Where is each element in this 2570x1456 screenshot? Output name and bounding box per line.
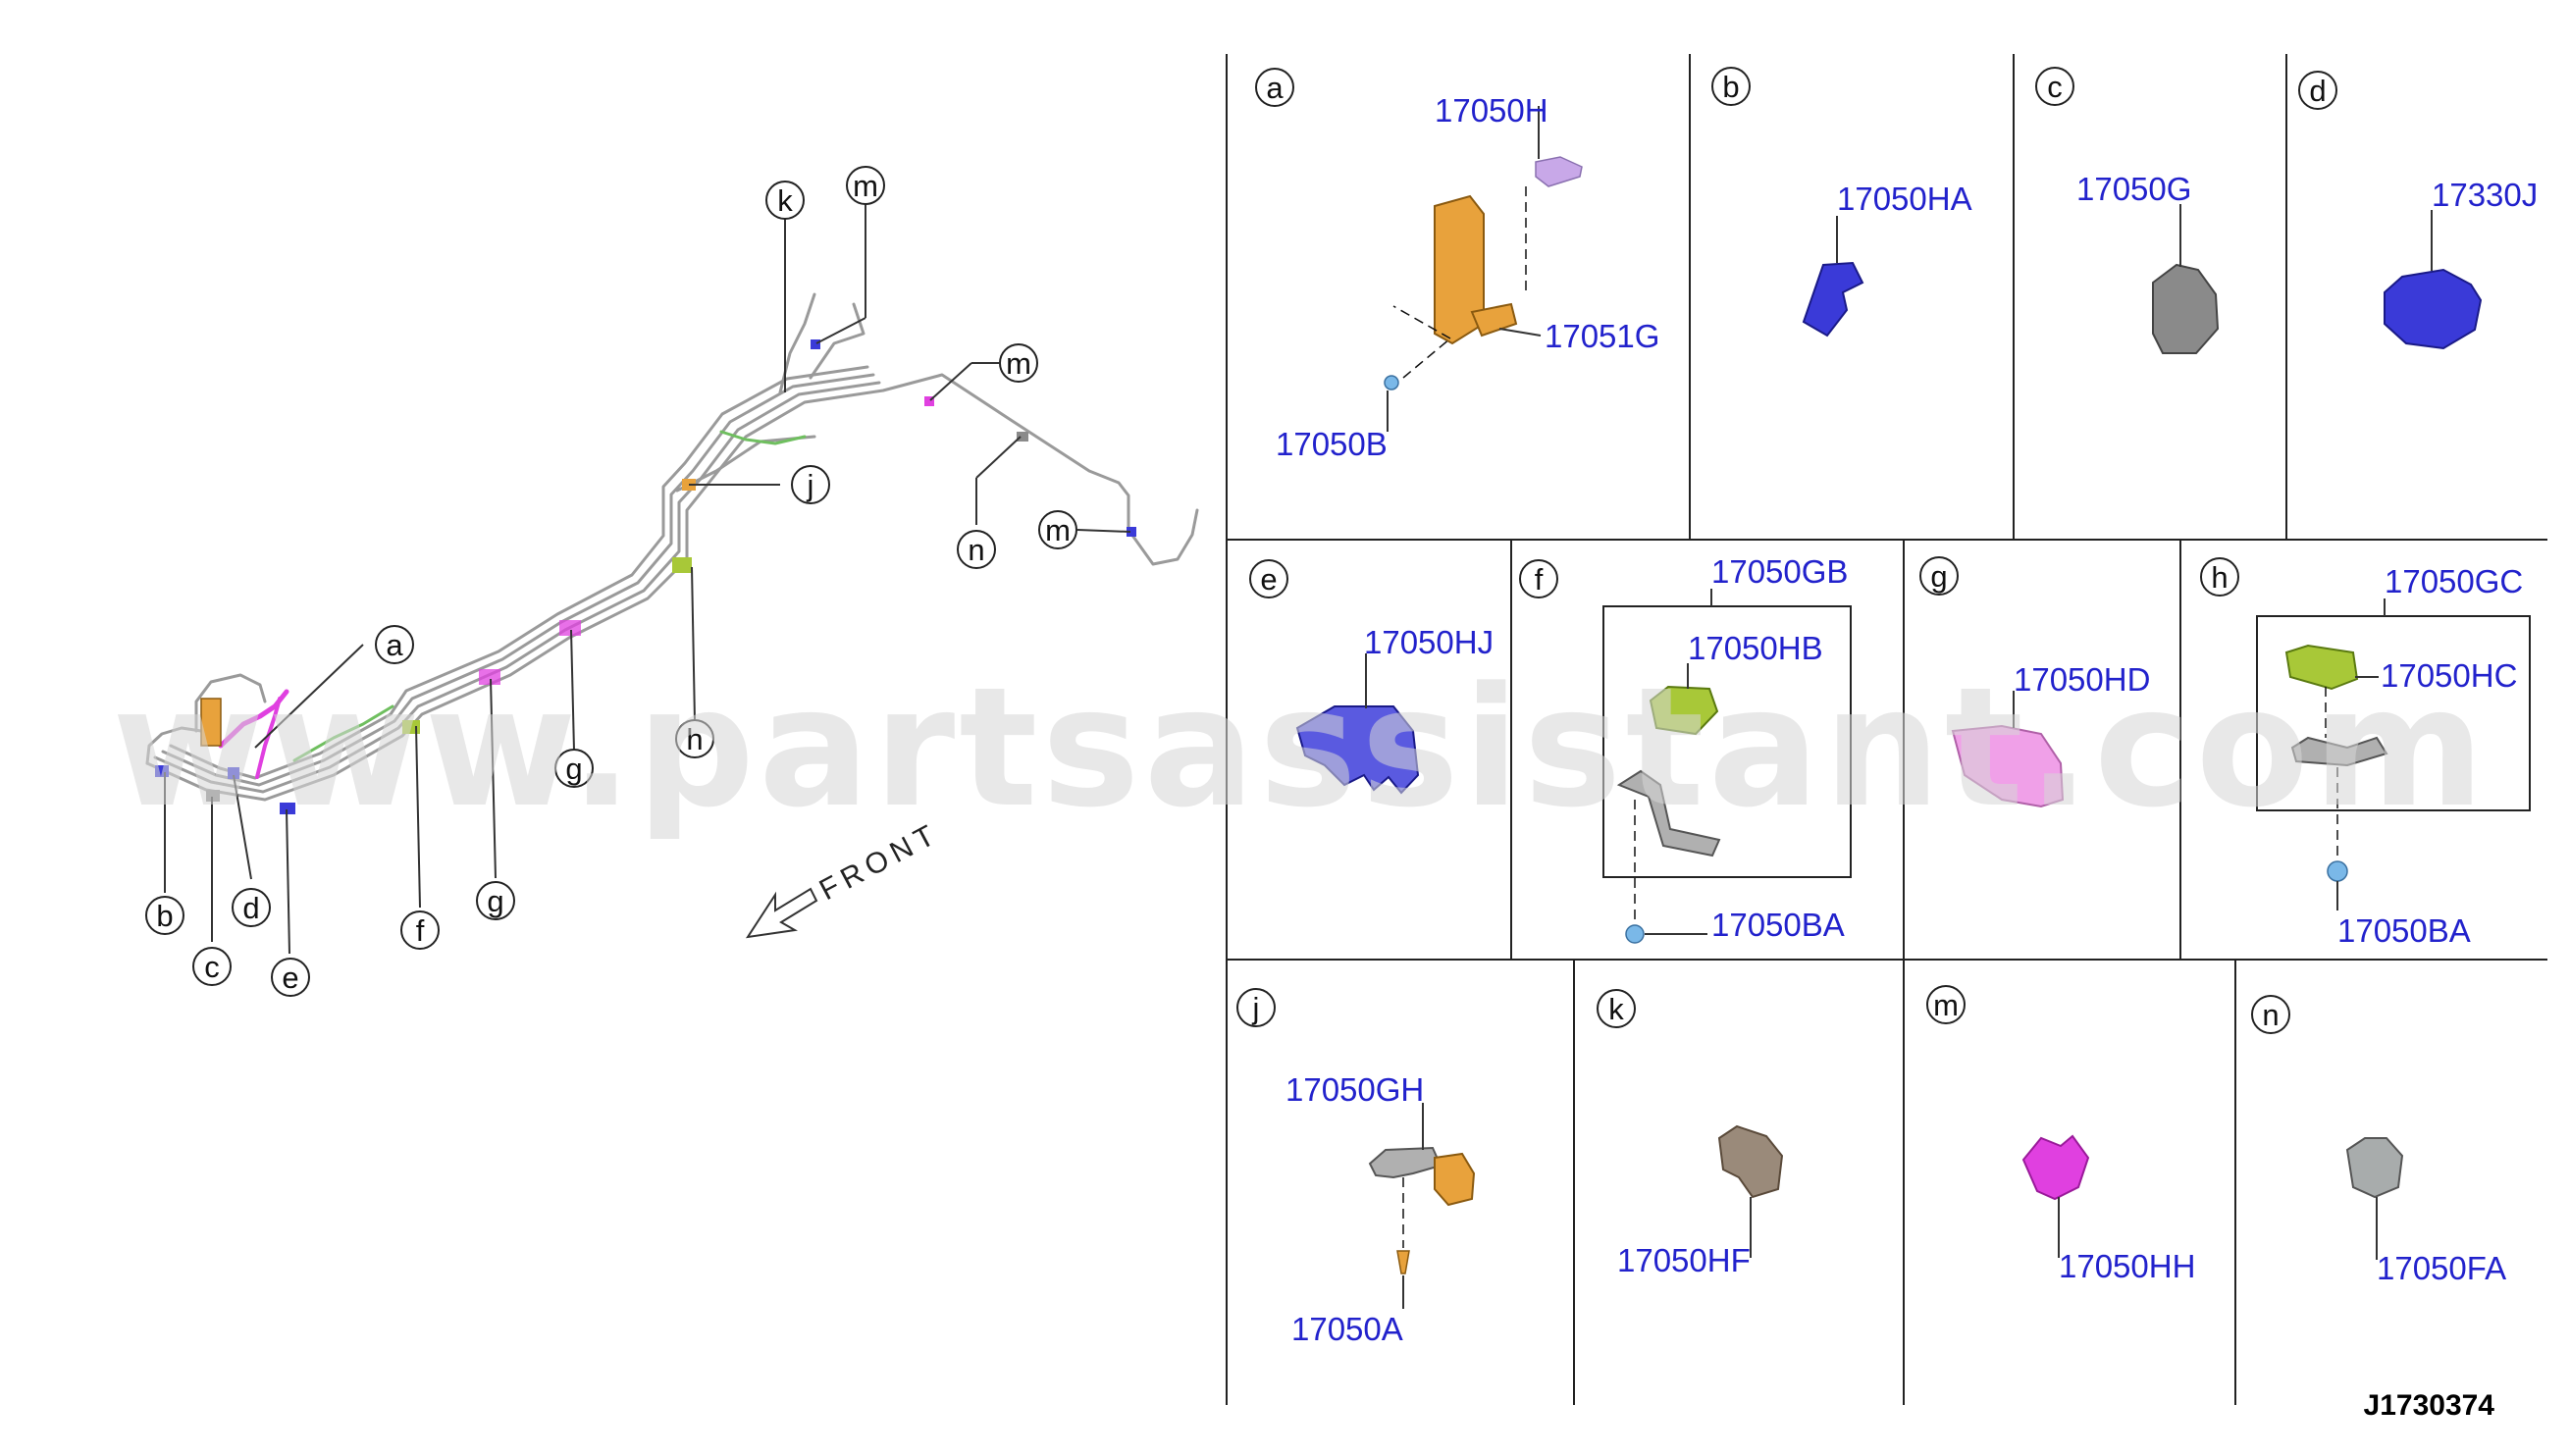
panel-e-letter: e <box>1260 562 1277 597</box>
callout-m-top: m <box>846 166 885 205</box>
callout-f: f <box>400 910 440 950</box>
panel-a-letter: a <box>1266 71 1284 105</box>
svg-text:a: a <box>386 628 403 662</box>
bolt-part-17050BA-h <box>2327 860 2348 882</box>
callout-e: e <box>271 958 310 997</box>
panel-k-letter: k <box>1608 992 1624 1026</box>
clip-part-17050HF <box>1717 1124 1784 1199</box>
clip-part-17050HH <box>2021 1134 2090 1201</box>
panel-n: n 17050FA <box>2251 995 2506 1286</box>
part-number-17050BA-f: 17050BA <box>1711 907 1845 943</box>
panel-h-letter: h <box>2211 560 2228 595</box>
part-number-17050GH: 17050GH <box>1285 1071 1424 1108</box>
bolt-part-17050BA <box>1625 924 1645 944</box>
panel-k: k 17050HF <box>1597 989 1784 1278</box>
part-number-17050HA: 17050HA <box>1837 181 1972 217</box>
callout-b: b <box>145 896 184 935</box>
callout-k: k <box>765 181 805 220</box>
svg-text:g: g <box>487 884 503 918</box>
overview-callouts: a b c d e f g g h j k m m m n <box>145 166 1077 997</box>
callout-c: c <box>192 947 232 986</box>
part-number-17050A: 17050A <box>1291 1311 1403 1347</box>
callout-a: a <box>375 625 414 664</box>
svg-text:f: f <box>416 913 425 948</box>
part-number-17050HF: 17050HF <box>1617 1242 1751 1278</box>
panel-j-letter: j <box>1252 991 1260 1025</box>
svg-text:b: b <box>156 899 173 933</box>
part-number-17050B: 17050B <box>1276 426 1388 462</box>
panel-g: g 17050HD <box>1919 556 2150 808</box>
svg-text:k: k <box>777 183 793 218</box>
bolt-part-17050B <box>1384 375 1399 390</box>
front-arrow-icon <box>745 887 818 939</box>
svg-text:m: m <box>853 169 878 203</box>
svg-text:m: m <box>1006 346 1031 381</box>
callout-d: d <box>232 888 271 927</box>
part-number-17050G: 17050G <box>2076 171 2191 207</box>
part-number-17050HH: 17050HH <box>2059 1248 2195 1284</box>
part-number-17050HD: 17050HD <box>2014 661 2150 698</box>
panel-e: e 17050HJ <box>1249 559 1494 795</box>
diagram-code: J1730374 <box>2364 1389 2495 1422</box>
pipe-clips <box>155 339 1136 814</box>
callout-m-mid: m <box>999 343 1038 383</box>
bracket-part-17050GH <box>1368 1146 1442 1179</box>
clip-part-17050FA <box>2345 1137 2404 1199</box>
svg-text:m: m <box>1045 513 1071 547</box>
part-number-17051G: 17051G <box>1545 318 1659 354</box>
bracket-part-17050GB <box>1616 769 1721 858</box>
callout-m-right: m <box>1038 510 1077 549</box>
svg-text:d: d <box>242 891 259 925</box>
callout-g-lower: g <box>476 881 515 920</box>
bracket-part-17050GC <box>2290 736 2388 767</box>
part-number-17050HJ: 17050HJ <box>1364 624 1494 660</box>
watermark-text: www.partsassistant.com <box>112 651 2489 844</box>
svg-text:h: h <box>686 722 703 756</box>
panel-m: m 17050HH <box>1926 985 2195 1284</box>
clip-part-17330J <box>2384 268 2483 350</box>
panel-f: f 17050GB 17050HB 17050BA <box>1519 553 1852 944</box>
svg-text:n: n <box>968 533 984 567</box>
svg-text:e: e <box>282 961 298 995</box>
svg-text:j: j <box>807 468 814 502</box>
clip-part-17050HA <box>1802 261 1864 338</box>
panel-g-letter: g <box>1930 559 1947 594</box>
panel-a: a 17050H 17051G 17050B <box>1255 68 1659 462</box>
panel-n-letter: n <box>2262 998 2279 1032</box>
part-number-17050H: 17050H <box>1435 92 1548 129</box>
panel-d: d 17330J <box>2298 71 2538 350</box>
part-number-17330J: 17330J <box>2432 177 2538 213</box>
overview-leaders <box>164 203 1131 955</box>
svg-text:c: c <box>204 950 220 984</box>
clip-part-17050HB <box>1649 685 1719 736</box>
part-number-17050HB: 17050HB <box>1688 630 1823 666</box>
clip-part-17050H <box>1535 156 1583 187</box>
panel-d-letter: d <box>2309 74 2326 108</box>
bolt-part-17050A <box>1396 1250 1410 1274</box>
part-number-17050HC: 17050HC <box>2381 657 2517 694</box>
part-number-17050BA-h: 17050BA <box>2337 912 2471 949</box>
callout-g-upper: g <box>554 749 594 788</box>
panel-f-letter: f <box>1535 562 1544 597</box>
part-number-17050FA: 17050FA <box>2377 1250 2506 1286</box>
clip-part-17050HJ <box>1295 705 1420 795</box>
panel-c: c 17050G <box>2035 67 2220 354</box>
panel-j: j 17050GH 17050A <box>1236 988 1476 1347</box>
part-number-17050GC: 17050GC <box>2385 563 2523 599</box>
panel-m-letter: m <box>1933 988 1959 1022</box>
svg-text:g: g <box>565 752 582 786</box>
panel-grid <box>1226 54 2547 1405</box>
clip-part-17050HD <box>1951 724 2065 808</box>
panel-b-letter: b <box>1722 70 1739 104</box>
callout-n: n <box>957 530 996 569</box>
clip-part-17050HC <box>2284 644 2359 691</box>
part-number-17050GB: 17050GB <box>1711 553 1848 590</box>
panel-h: h 17050GC 17050HC 17050BA <box>2200 557 2531 949</box>
clip-part-17050G <box>2152 263 2220 354</box>
panel-b: b 17050HA <box>1711 67 1972 338</box>
callout-j: j <box>791 465 830 504</box>
callout-h: h <box>675 719 714 758</box>
panel-c-letter: c <box>2047 70 2063 104</box>
